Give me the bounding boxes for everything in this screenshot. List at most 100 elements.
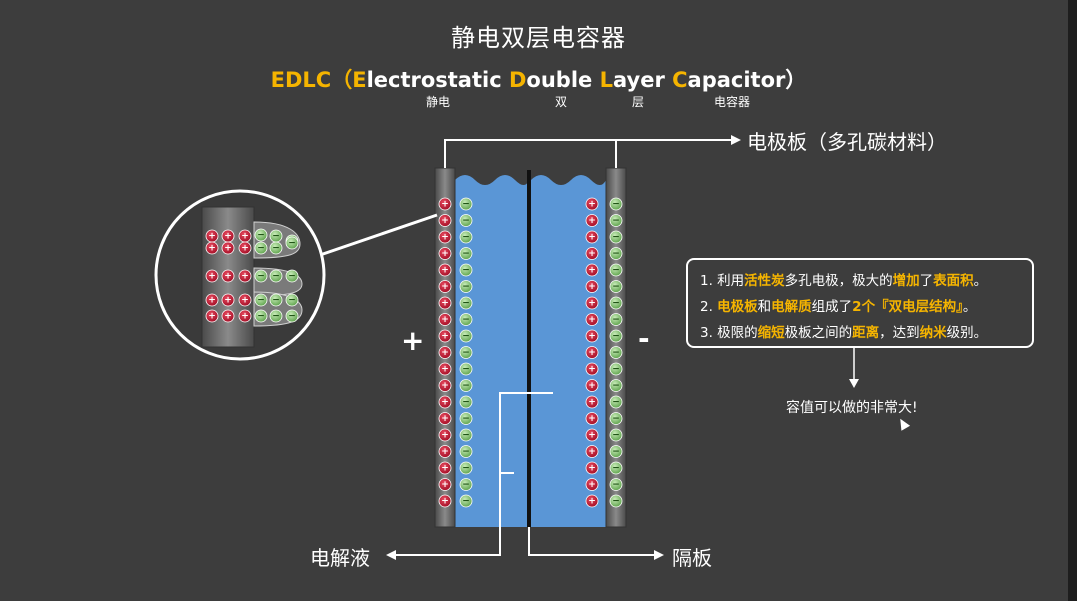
svg-text:−: − [288, 312, 296, 322]
svg-text:−: − [612, 365, 620, 375]
info-text: 组成了 [811, 299, 853, 315]
info-highlight: 距离 [852, 325, 880, 341]
arrow-down-icon [849, 379, 859, 388]
page-title: 静电双层电容器 [451, 24, 626, 52]
subtitle-prefix: EDLC（ [270, 68, 353, 92]
svg-text:−: − [462, 266, 470, 276]
info-text: ，达到 [879, 325, 920, 341]
positive-ion: + [438, 313, 452, 326]
svg-text:−: − [612, 431, 620, 441]
svg-text:−: − [257, 244, 265, 254]
svg-text:−: − [612, 414, 620, 424]
positive-ion: + [585, 313, 599, 326]
info-text: 3. 极限的 [700, 325, 758, 341]
positive-terminal-sign: + [401, 324, 425, 357]
positive-ion: + [585, 263, 599, 277]
electrode-label: 电极板（多孔碳材料） [747, 130, 947, 154]
svg-text:−: − [257, 272, 265, 282]
svg-text:+: + [208, 232, 216, 242]
svg-text:+: + [588, 216, 596, 226]
svg-text:−: − [462, 200, 470, 210]
positive-ion: + [585, 395, 599, 409]
svg-text:−: − [272, 312, 280, 322]
info-text: 极板之间的 [784, 325, 853, 341]
negative-terminal-sign: - [638, 322, 650, 355]
svg-text:+: + [588, 315, 596, 325]
svg-text:+: + [441, 480, 449, 490]
positive-ion: + [585, 214, 599, 227]
subtitle-initial-c: C [672, 68, 688, 92]
info-highlight: 电极板 [717, 299, 758, 315]
svg-text:+: + [441, 266, 449, 276]
positive-ion: + [238, 293, 252, 307]
svg-text:+: + [588, 398, 596, 408]
positive-ion: + [585, 445, 599, 458]
svg-text:−: − [612, 282, 620, 292]
negative-ion: − [254, 309, 268, 323]
svg-text:−: − [612, 398, 620, 408]
negative-ion: − [285, 293, 299, 307]
svg-text:−: − [288, 239, 296, 249]
negative-ion: − [609, 329, 623, 343]
positive-ion: + [438, 494, 452, 508]
positive-ion: + [438, 362, 452, 376]
negative-ion: − [459, 296, 473, 310]
svg-text:+: + [588, 200, 596, 210]
svg-text:+: + [241, 244, 249, 254]
negative-ion: − [609, 346, 623, 359]
zoom-content: +++−−−+++−−−+++−−−+++−−−+++−−− [201, 206, 303, 348]
electrolyte-left [455, 175, 529, 527]
svg-text:−: − [288, 296, 296, 306]
svg-text:+: + [441, 447, 449, 457]
info-highlight: 增加 [892, 273, 920, 289]
svg-text:−: − [462, 332, 470, 342]
info-text: 1. 利用 [700, 273, 745, 289]
positive-ion: + [221, 309, 235, 323]
svg-text:−: − [462, 348, 470, 358]
negative-ion: − [459, 197, 473, 211]
positive-ion: + [438, 461, 452, 475]
svg-text:+: + [588, 365, 596, 375]
svg-text:−: − [462, 315, 470, 325]
negative-ion: − [609, 313, 623, 326]
svg-text:+: + [441, 282, 449, 292]
negative-ion: − [609, 445, 623, 458]
negative-ion: − [609, 214, 623, 227]
negative-ion: − [285, 269, 299, 283]
svg-text:−: − [612, 233, 620, 243]
svg-text:+: + [588, 233, 596, 243]
positive-ion: + [438, 346, 452, 359]
info-line-2: 2. 电极板和电解质组成了2个『双电层结构』。 [700, 294, 1020, 320]
negative-ion: − [459, 494, 473, 508]
svg-text:+: + [588, 332, 596, 342]
negative-ion: − [609, 263, 623, 277]
positive-ion: + [585, 362, 599, 376]
svg-text:+: + [441, 497, 449, 507]
info-highlight: 表面积 [933, 273, 974, 289]
negative-ion: − [459, 247, 473, 260]
positive-ion: + [438, 280, 452, 293]
svg-text:+: + [588, 348, 596, 358]
svg-text:−: − [462, 431, 470, 441]
arrow-right-icon [654, 550, 664, 560]
negative-ion: − [269, 269, 283, 283]
svg-text:−: − [612, 381, 620, 391]
negative-ion: − [459, 461, 473, 475]
svg-text:−: − [612, 315, 620, 325]
svg-text:+: + [588, 249, 596, 259]
info-text: 2. [700, 299, 718, 315]
svg-text:−: − [462, 282, 470, 292]
positive-ion: + [205, 309, 219, 323]
negative-ion: − [459, 478, 473, 491]
svg-text:−: − [462, 249, 470, 259]
negative-ion: − [459, 346, 473, 359]
positive-ion: + [585, 230, 599, 244]
negative-ion: − [609, 428, 623, 442]
positive-ion: + [585, 428, 599, 442]
subtitle-word-l: ayer [612, 68, 673, 92]
negative-ion: − [459, 362, 473, 376]
negative-ion: − [459, 445, 473, 458]
negative-ion: − [609, 362, 623, 376]
info-text: 。 [973, 273, 988, 289]
